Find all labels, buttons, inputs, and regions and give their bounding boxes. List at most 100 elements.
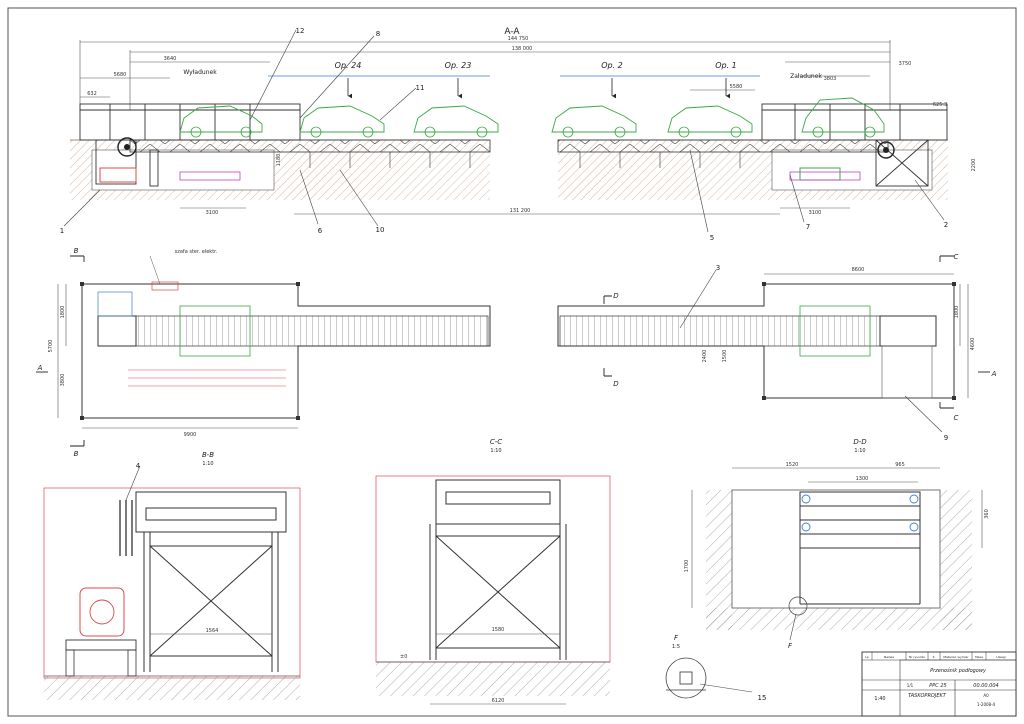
tb-code: PPC 25: [929, 683, 946, 689]
section-dd-scale: 1:10: [854, 448, 865, 454]
marker-c-top: C: [954, 253, 959, 261]
callout-1: 1: [60, 227, 64, 235]
tb-header-qty: Il.: [933, 655, 936, 659]
label-unload: Wyładunek: [183, 69, 217, 76]
marker-a-right: A: [991, 370, 997, 378]
plan-dim-right-width: 8600: [852, 267, 865, 273]
callout-10: 10: [376, 226, 385, 234]
section-dd-title: D-D: [853, 438, 867, 446]
dd-dim-left: 1520: [786, 462, 799, 468]
plan-dim-center-a: 2400: [702, 350, 708, 363]
drive-wheel-right: [877, 141, 895, 159]
plan-dim-left-bottom: 3800: [60, 374, 66, 387]
section-bb-title: B-B: [202, 451, 214, 459]
dd-dim-inner: 1300: [856, 476, 869, 482]
plan-cabinet-label: szafa ster. elektr.: [175, 249, 218, 255]
cc-dim-inner: 1580: [492, 627, 505, 633]
plan-dim-left-width: 9900: [184, 432, 197, 438]
detail-f: F 1:5 15: [665, 634, 767, 702]
tb-header-name: Nazwa: [884, 655, 894, 659]
callout-4: 4: [136, 462, 141, 470]
label-op1: Op. 1: [715, 61, 737, 70]
tb-drawing-no: 00.00.004: [973, 683, 998, 689]
sheet-border: [7, 7, 1017, 717]
tb-header-lp: Lp: [865, 655, 869, 659]
section-cc-title: C-C: [490, 438, 502, 446]
bb-dim: 1564: [206, 628, 219, 634]
callout-8: 8: [376, 30, 380, 38]
dim-left-span: 3640: [164, 56, 177, 62]
bb-motor: [79, 587, 125, 637]
label-op2: Op. 2: [601, 61, 623, 70]
detail-f-marker-circle: [788, 596, 808, 616]
conveyor-truss-left: [129, 139, 491, 153]
callout-2: 2: [944, 221, 948, 229]
dd-dim-right: 965: [895, 462, 905, 468]
callout-6: 6: [318, 227, 323, 235]
tb-sheet: 1/1: [907, 683, 914, 688]
dim-op1-span: 5580: [730, 84, 743, 90]
motor-left: [99, 167, 137, 183]
plan-pit-left: [81, 283, 491, 419]
marker-d-top: D: [613, 292, 619, 300]
dim-bottom-right: 3100: [809, 210, 822, 216]
dim-height-right: 2200: [971, 159, 977, 172]
cc-dim-base: 6120: [492, 698, 505, 704]
section-aa-elevation: A-A 144 750 138 000 3640 5680 632 3750 3…: [60, 27, 977, 242]
dim-left-small: 632: [87, 91, 97, 97]
tb-header-mass: Masa: [975, 655, 983, 659]
plan-dim-right-top: 1800: [954, 306, 960, 319]
detail-f-marker: F: [788, 642, 793, 650]
marker-b-bottom: B: [74, 450, 79, 458]
callout-15: 15: [758, 694, 767, 702]
pit-right: [771, 149, 933, 191]
cc-level: ±0: [400, 654, 407, 660]
section-aa-title: A-A: [504, 27, 520, 37]
dd-dim-height: 1700: [684, 560, 690, 573]
callout-9: 9: [944, 434, 948, 442]
title-block: Lp Nazwa Nr rysunku Il. Materiał, wymiar…: [861, 651, 1017, 717]
plan-belt-left: [135, 315, 489, 347]
tb-name: Przenośnik podłogowy: [930, 667, 987, 674]
marker-b-top: B: [74, 247, 79, 255]
drive-wheel-left: [117, 137, 137, 157]
plan-dim-center-b: 1500: [722, 350, 728, 363]
dim-left-unload: 5680: [114, 72, 127, 78]
marker-a-left: A: [37, 364, 43, 372]
marker-c-bottom: C: [954, 414, 959, 422]
pit-left: [91, 149, 275, 191]
callout-7: 7: [806, 223, 810, 231]
tb-header-drawing: Nr rysunku: [909, 655, 925, 659]
plan-belt-right: [559, 315, 881, 347]
plan-view: szafa ster. elektr. 9900 8600 1800 5700 …: [36, 247, 997, 458]
detail-f-scale: 1:5: [672, 644, 680, 650]
plan-dim-left-top: 1800: [60, 306, 66, 319]
dim-inner: 138 000: [512, 46, 533, 52]
callout-5: 5: [710, 234, 714, 242]
dim-overall: 144 750: [508, 36, 529, 42]
plan-dim-right-total: 4600: [970, 338, 976, 351]
section-dd: D-D 1:10 1520 965 1300 1700 360: [684, 438, 990, 650]
tb-scale: 1:40: [874, 696, 885, 702]
dim-bottom-total: 131 200: [510, 208, 531, 214]
detail-f-title: F: [674, 634, 679, 642]
dim-right-span: 3803: [824, 76, 837, 82]
section-cc-scale: 1:10: [490, 448, 501, 454]
dim-bottom-left: 3100: [206, 210, 219, 216]
callout-12: 12: [296, 27, 305, 35]
section-bb: B-B 1:10 1564: [43, 451, 301, 700]
dim-right-load: 3750: [899, 61, 912, 67]
callout-3: 3: [716, 264, 720, 272]
label-load: Załadunek: [790, 73, 822, 80]
tb-format: A0: [983, 693, 989, 698]
dd-dim-side: 360: [984, 509, 990, 519]
label-op24: Op. 24: [335, 61, 362, 70]
tb-header-notes: Uwagi: [996, 655, 1005, 659]
tb-company: TASKOPROJEKT: [908, 693, 947, 699]
marker-d-bottom: D: [613, 380, 619, 388]
callout-11: 11: [416, 84, 425, 92]
dim-right-small: 625.3: [933, 102, 947, 108]
car-outlines: [179, 97, 885, 133]
tb-header-material: Materiał, wymiar: [943, 655, 969, 659]
